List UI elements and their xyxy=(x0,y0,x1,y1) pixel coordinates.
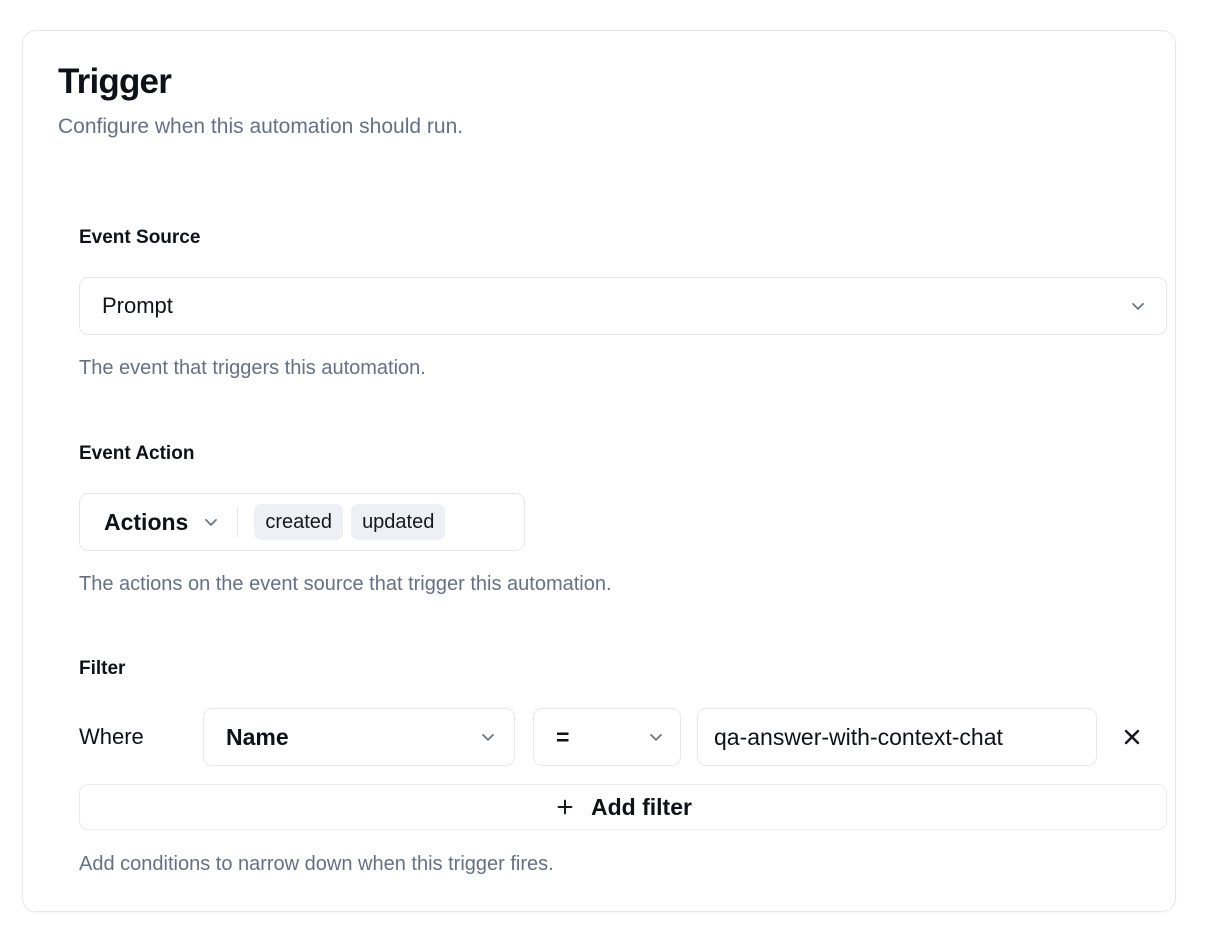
event-action-label: Event Action xyxy=(79,443,195,464)
actions-dropdown-button[interactable]: Actions xyxy=(104,509,221,536)
selected-actions-badges: created updated xyxy=(254,504,446,540)
filter-field-value: Name xyxy=(226,723,289,750)
event-action-help: The actions on the event source that tri… xyxy=(79,573,612,595)
add-filter-label: Add filter xyxy=(591,793,692,820)
action-badge-updated[interactable]: updated xyxy=(351,504,446,540)
trigger-card: Trigger Configure when this automation s… xyxy=(22,30,1176,912)
filter-label: Filter xyxy=(79,658,126,679)
chevron-down-icon xyxy=(478,727,498,747)
event-source-help: The event that triggers this automation. xyxy=(79,357,426,379)
filter-row: Where Name = xyxy=(79,708,1179,766)
chevron-down-icon xyxy=(646,727,666,747)
filter-field-select[interactable]: Name xyxy=(203,708,515,766)
event-source-select[interactable]: Prompt xyxy=(79,277,1167,335)
filter-help: Add conditions to narrow down when this … xyxy=(79,853,554,875)
filter-value-input[interactable] xyxy=(697,708,1097,766)
event-source-label: Event Source xyxy=(79,227,201,248)
event-action-control: Actions created updated xyxy=(79,493,525,551)
close-icon xyxy=(1120,725,1144,749)
where-label: Where xyxy=(79,724,144,749)
chevron-down-icon xyxy=(1128,296,1148,316)
chevron-down-icon xyxy=(201,512,221,532)
remove-filter-button[interactable] xyxy=(1111,716,1153,758)
event-source-field: Event Source Prompt The event that trigg… xyxy=(79,226,1167,381)
filter-operator-select[interactable]: = xyxy=(533,708,681,766)
add-filter-button[interactable]: Add filter xyxy=(79,784,1167,830)
event-action-field: Event Action Actions created updated The… xyxy=(79,442,1141,597)
plus-icon xyxy=(554,796,576,818)
filter-operator-value: = xyxy=(556,723,570,750)
divider xyxy=(237,507,239,537)
event-source-value: Prompt xyxy=(102,293,173,318)
actions-dropdown-label: Actions xyxy=(104,508,189,535)
card-subtitle: Configure when this automation should ru… xyxy=(58,115,464,138)
action-badge-created[interactable]: created xyxy=(254,504,344,540)
filter-field: Filter Where Name = xyxy=(79,657,1179,877)
page-title: Trigger xyxy=(58,62,172,101)
